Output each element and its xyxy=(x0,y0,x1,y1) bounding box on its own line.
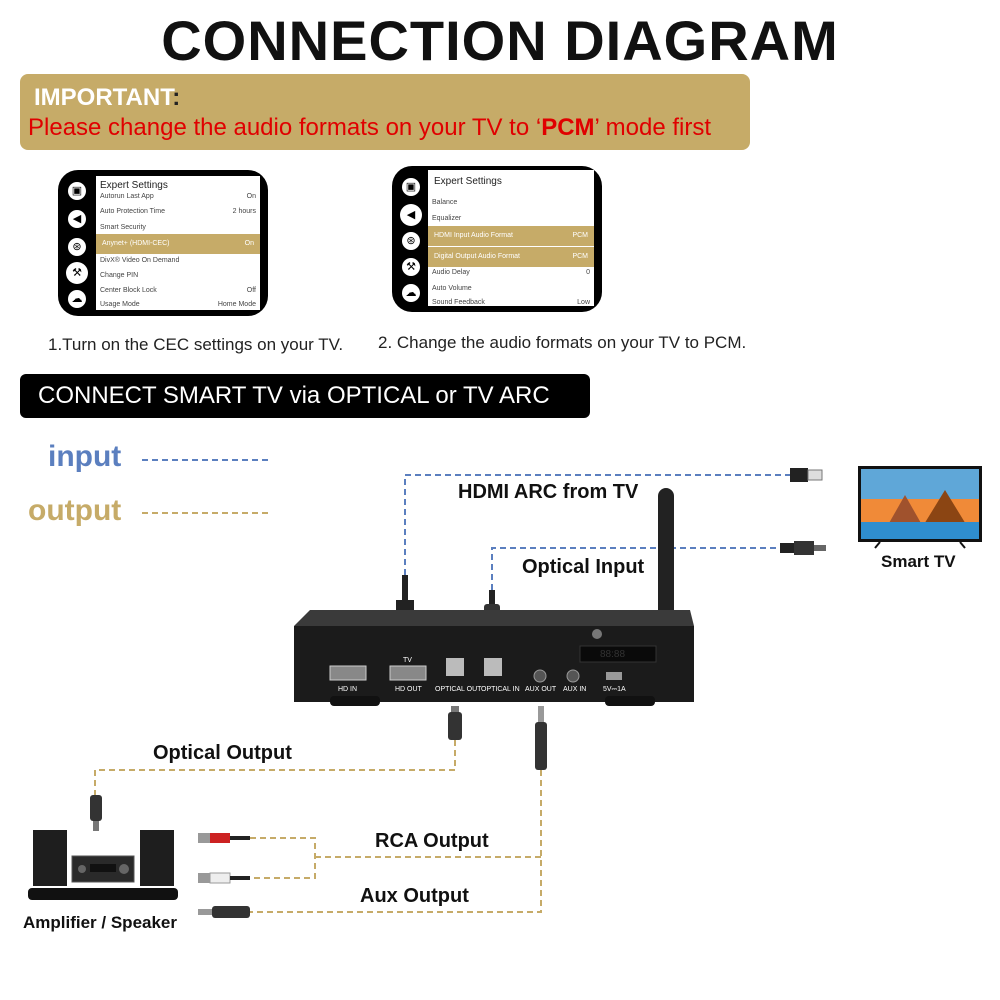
port-label-tv: TV xyxy=(403,657,412,664)
port-label-power: 5V⎓1A xyxy=(603,686,626,693)
aux-out-port xyxy=(533,669,547,683)
display-window xyxy=(579,645,657,663)
hd-out-port xyxy=(389,665,427,681)
hd-in-port xyxy=(329,665,367,681)
optical-in-port xyxy=(484,658,502,676)
amplifier-speaker-icon xyxy=(28,830,178,900)
legend-output-label: output xyxy=(28,494,122,527)
wrench-icon: ⚒ xyxy=(66,262,88,284)
important-message: Please change the audio formats on your … xyxy=(28,114,712,141)
port-label-optical-out: OPTICAL OUT xyxy=(435,686,482,693)
important-heading: IMPORTANT: xyxy=(34,84,181,111)
step1-caption: 1.Turn on the CEC settings on your TV. xyxy=(48,335,344,354)
menu-row: DivX® Video On Demand xyxy=(100,257,180,264)
aux-output-plug-icon xyxy=(535,706,547,770)
network-icon: ⊛ xyxy=(68,238,86,256)
optical-input-label: Optical Input xyxy=(522,556,645,578)
section-heading-bar: CONNECT SMART TV via OPTICAL or TV ARC xyxy=(20,374,590,418)
page-title: CONNECTION DIAGRAM xyxy=(161,9,839,72)
amplifier-speaker-label: Amplifier / Speaker xyxy=(23,913,178,932)
usb-connector-icon xyxy=(790,468,823,482)
picture-icon: ▣ xyxy=(68,182,86,200)
menu-row: Balance xyxy=(432,199,458,206)
optical-output-plug-icon xyxy=(448,706,462,740)
rca-red-line xyxy=(250,837,316,879)
tv-settings-screen-audio: ▣ ◀ ⊛ ⚒ ☁ Expert Settings Balance Equali… xyxy=(392,166,602,312)
optical-output-line xyxy=(94,740,456,795)
rca-plug-white-icon xyxy=(198,872,250,884)
hdmi-arc-line xyxy=(404,474,790,575)
rca-plug-red-icon xyxy=(198,833,250,843)
wrench-icon: ⚒ xyxy=(402,258,420,276)
receiver-display-readout: 88:88 xyxy=(600,649,626,660)
aux-main-line xyxy=(250,770,542,913)
port-label-aux-out: AUX OUT xyxy=(525,686,557,693)
smart-tv-label: Smart TV xyxy=(881,552,956,571)
optical-plug-icon xyxy=(780,541,826,555)
port-label-optical-in: OPTICAL IN xyxy=(481,686,520,693)
menu-row: Auto Volume xyxy=(432,285,472,292)
optical-input-line xyxy=(491,547,780,590)
menu-row-highlighted: Anynet+ (HDMI-CEC)On xyxy=(96,234,260,254)
port-label-hd-out: HD OUT xyxy=(395,686,422,693)
audio-receiver-device xyxy=(294,610,694,706)
hdmi-arc-label: HDMI ARC from TV xyxy=(458,481,639,503)
menu-title: Expert Settings xyxy=(100,180,168,191)
screw-icon xyxy=(592,629,602,639)
power-port xyxy=(606,672,622,680)
aux-output-label: Aux Output xyxy=(360,885,469,907)
smart-tv-icon xyxy=(858,466,982,549)
step2-caption: 2. Change the audio formats on your TV t… xyxy=(378,333,747,352)
aux-in-port xyxy=(566,669,580,683)
network-icon: ⊛ xyxy=(402,232,420,250)
support-icon: ☁ xyxy=(402,284,420,302)
port-label-aux-in: AUX IN xyxy=(563,686,587,693)
optical-output-label: Optical Output xyxy=(153,742,292,764)
menu-title: Expert Settings xyxy=(434,176,502,187)
menu-row: Equalizer xyxy=(432,215,462,222)
picture-icon: ▣ xyxy=(402,178,420,196)
rca-output-label: RCA Output xyxy=(375,830,489,852)
menu-row: Smart Security xyxy=(100,224,146,231)
aux-plug-icon xyxy=(198,906,250,918)
settings-menu: Expert Settings Balance Equalizer HDMI I… xyxy=(428,170,594,306)
sound-icon: ◀ xyxy=(400,204,422,226)
support-icon: ☁ xyxy=(68,290,86,308)
important-banner: IMPORTANT: Please change the audio forma… xyxy=(20,74,750,150)
menu-row: Change PIN xyxy=(100,272,139,279)
sound-icon: ◀ xyxy=(68,210,86,228)
legend-input-label: input xyxy=(48,440,122,473)
tv-settings-screen-cec: ▣ ◀ ⊛ ⚒ ☁ Expert Settings Autorun Last A… xyxy=(58,170,268,316)
amp-optical-plug-icon xyxy=(90,795,102,831)
optical-out-port xyxy=(446,658,464,676)
port-label-hd-in: HD IN xyxy=(338,686,358,693)
